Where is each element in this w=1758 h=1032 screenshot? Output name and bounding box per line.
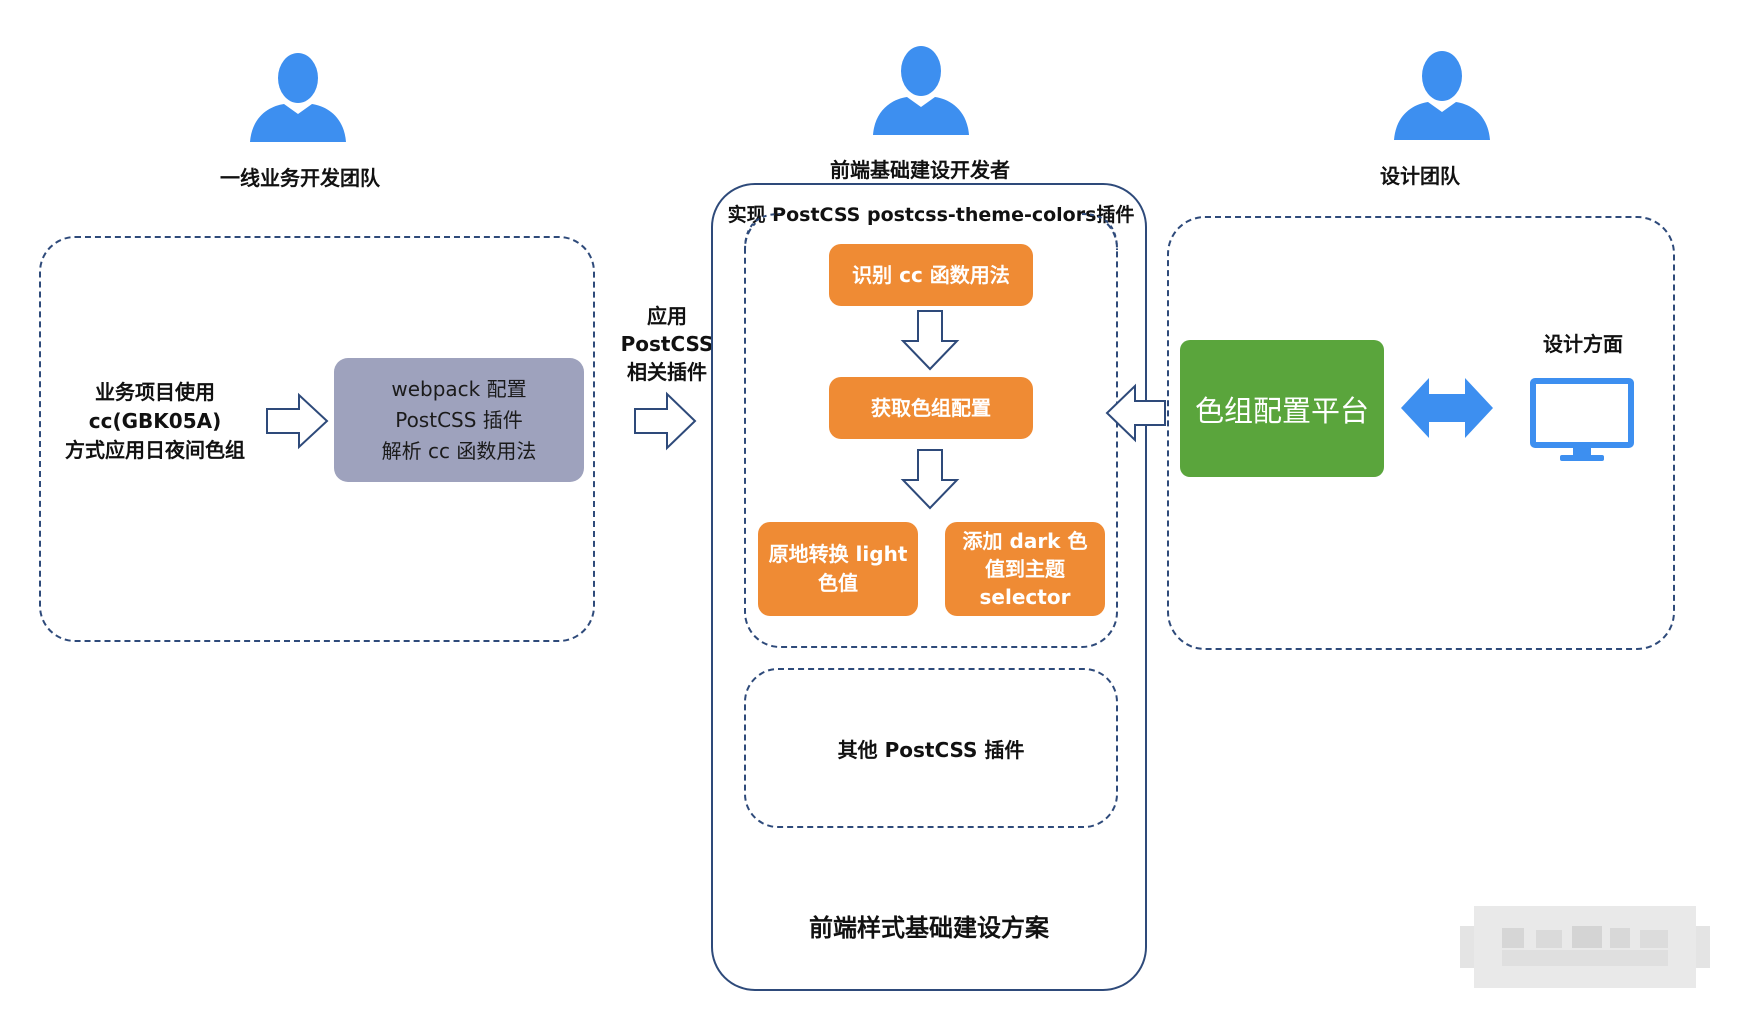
webpack-line: 解析 cc 函数用法 bbox=[381, 438, 537, 463]
add-dark-line: selector bbox=[979, 585, 1071, 609]
double-arrow-icon bbox=[1401, 378, 1493, 438]
hollow-down-arrow-icon bbox=[900, 310, 960, 371]
fetch-color-config-step: 获取色组配置 bbox=[829, 377, 1033, 439]
business-team-label: 一线业务开发团队 bbox=[220, 166, 380, 190]
business-team-panel bbox=[39, 236, 595, 642]
infra-dev-label: 前端基础建设开发者 bbox=[830, 158, 1010, 182]
infra-dev-person-icon bbox=[873, 46, 969, 135]
other-plugins-label: 其他 PostCSS 插件 bbox=[837, 737, 1025, 762]
design-aspect-label: 设计方面 bbox=[1543, 332, 1623, 356]
webpack-line: webpack 配置 bbox=[391, 376, 527, 401]
solution-title: 前端样式基础建设方案 bbox=[809, 914, 1049, 942]
identify-cc-step: 识别 cc 函数用法 bbox=[829, 244, 1033, 306]
color-config-platform-box: 色组配置平台 bbox=[1180, 340, 1384, 477]
frontend-solution-panel bbox=[711, 183, 1147, 991]
add-dark-line: 添加 dark 色 bbox=[962, 529, 1088, 553]
monitor-icon bbox=[1530, 378, 1634, 461]
webpack-config-box: webpack 配置 PostCSS 插件 解析 cc 函数用法 bbox=[334, 358, 584, 482]
hollow-arrow-icon bbox=[634, 391, 697, 451]
usage-description: 业务项目使用 cc(GBK05A) 方式应用日夜间色组 bbox=[50, 378, 260, 465]
hollow-arrow-icon bbox=[266, 392, 329, 450]
design-team-panel bbox=[1167, 216, 1675, 650]
theme-colors-plugin-panel bbox=[744, 212, 1118, 648]
hollow-down-arrow-icon bbox=[900, 449, 960, 510]
apply-plugins-label: 应用 PostCSS 相关插件 bbox=[612, 302, 722, 386]
business-team-person-icon bbox=[250, 53, 346, 142]
apply-line: PostCSS bbox=[620, 332, 714, 356]
usage-line: cc(GBK05A) bbox=[88, 409, 222, 433]
add-dark-step: 添加 dark 色 值到主题 selector bbox=[945, 522, 1105, 616]
plugin-panel-top-border bbox=[744, 213, 1118, 251]
apply-line: 相关插件 bbox=[627, 360, 707, 384]
add-dark-line: 值到主题 bbox=[985, 557, 1065, 581]
webpack-line: PostCSS 插件 bbox=[395, 407, 523, 432]
other-plugins-panel: 其他 PostCSS 插件 bbox=[744, 668, 1118, 828]
convert-line: 原地转换 light bbox=[768, 542, 908, 566]
usage-line: 方式应用日夜间色组 bbox=[65, 438, 245, 462]
convert-line: 色值 bbox=[818, 571, 858, 595]
hollow-left-arrow-icon bbox=[1105, 383, 1166, 443]
design-team-person-icon bbox=[1394, 51, 1490, 140]
plugin-title: 实现 PostCSS postcss-theme-colors插件 bbox=[727, 204, 1135, 226]
blurred-watermark-image bbox=[1460, 906, 1710, 988]
usage-line: 业务项目使用 bbox=[95, 380, 215, 404]
convert-light-step: 原地转换 light 色值 bbox=[758, 522, 918, 616]
apply-line: 应用 bbox=[647, 304, 687, 328]
design-team-label: 设计团队 bbox=[1380, 164, 1460, 188]
